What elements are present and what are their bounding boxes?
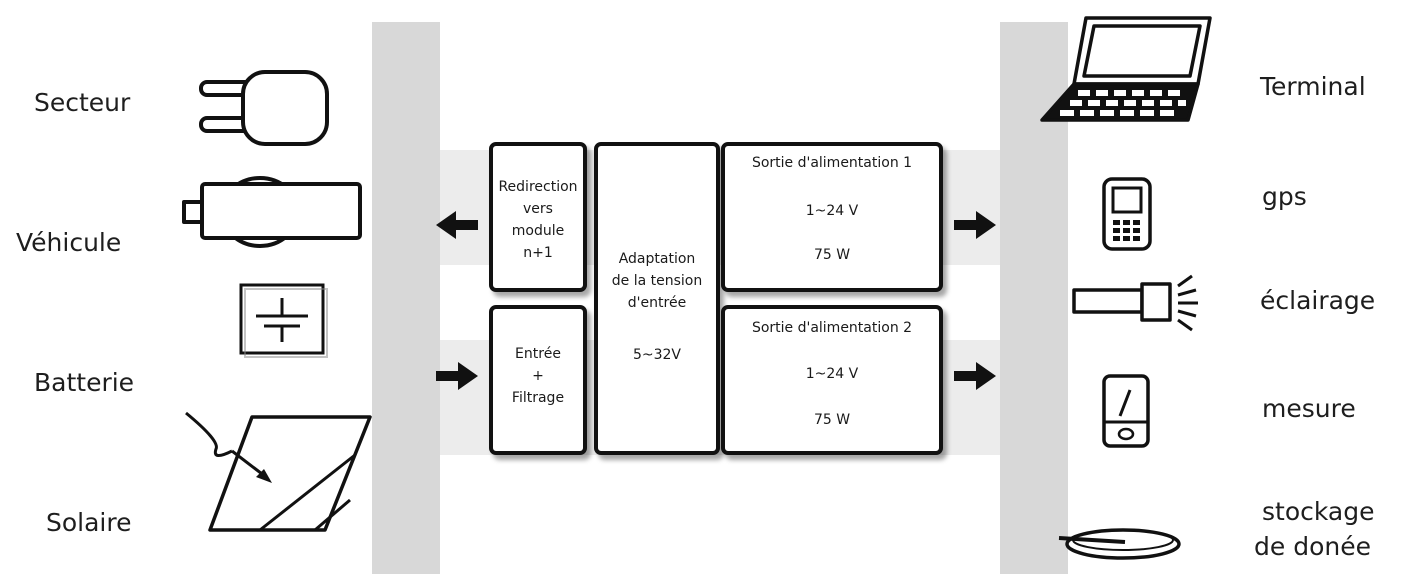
redirection-block: Redirection vers module n+1 [489,142,587,292]
output-label-stockage: stockage [1262,497,1375,526]
output-label-eclairage: éclairage [1260,286,1376,315]
battery-icon [239,283,328,358]
adaptation-text-4: 5~32V [632,347,682,363]
arrow-right-output-2 [954,362,996,390]
plug-icon [199,70,329,146]
redirection-text-2: vers [523,201,553,217]
sortie-1-title: Sortie d'alimentation 1 [751,155,913,171]
input-label-secteur: Secteur [34,88,131,117]
filtrage-block: Entrée + Filtrage [489,305,587,455]
input-label-solaire: Solaire [46,508,132,537]
sortie-1-block: Sortie d'alimentation 1 1~24 V 75 W [721,142,943,292]
sortie-2-power: 75 W [813,412,851,428]
output-label-mesure: mesure [1262,394,1356,423]
gps-phone-icon [1102,177,1152,251]
sortie-2-title: Sortie d'alimentation 2 [751,320,913,336]
flashlight-icon [1072,274,1198,332]
arrow-right-output-1 [954,211,996,239]
sortie-1-voltage: 1~24 V [805,203,859,219]
filtrage-text-3: Filtrage [511,390,565,406]
sortie-2-voltage: 1~24 V [805,366,859,382]
filtrage-text-1: Entrée [515,346,561,362]
input-label-vehicule: Véhicule [16,228,122,257]
filtrage-text-2: + [532,368,544,384]
laptop-icon [1040,16,1212,122]
adaptation-text-1: Adaptation [618,251,696,267]
output-label-terminal: Terminal [1260,72,1366,101]
output-label-gps: gps [1262,182,1307,211]
output-label-donee: de donée [1254,532,1371,561]
arrow-left-redirection [436,211,478,239]
redirection-text-1: Redirection [498,179,578,195]
car-charger-icon [182,176,362,248]
meter-icon [1102,374,1150,448]
adaptation-text-3: d'entrée [627,295,687,311]
redirection-text-3: module [511,223,565,239]
solar-panel-icon [185,411,372,532]
arrow-right-input [436,362,478,390]
disk-icon [1058,528,1181,560]
input-bus-bar [372,22,440,574]
input-label-batterie: Batterie [34,368,135,397]
sortie-2-block: Sortie d'alimentation 2 1~24 V 75 W [721,305,943,455]
adaptation-text-2: de la tension [611,273,703,289]
sortie-1-power: 75 W [813,247,851,263]
redirection-text-4: n+1 [523,245,553,261]
adaptation-block: Adaptation de la tension d'entrée 5~32V [594,142,720,455]
